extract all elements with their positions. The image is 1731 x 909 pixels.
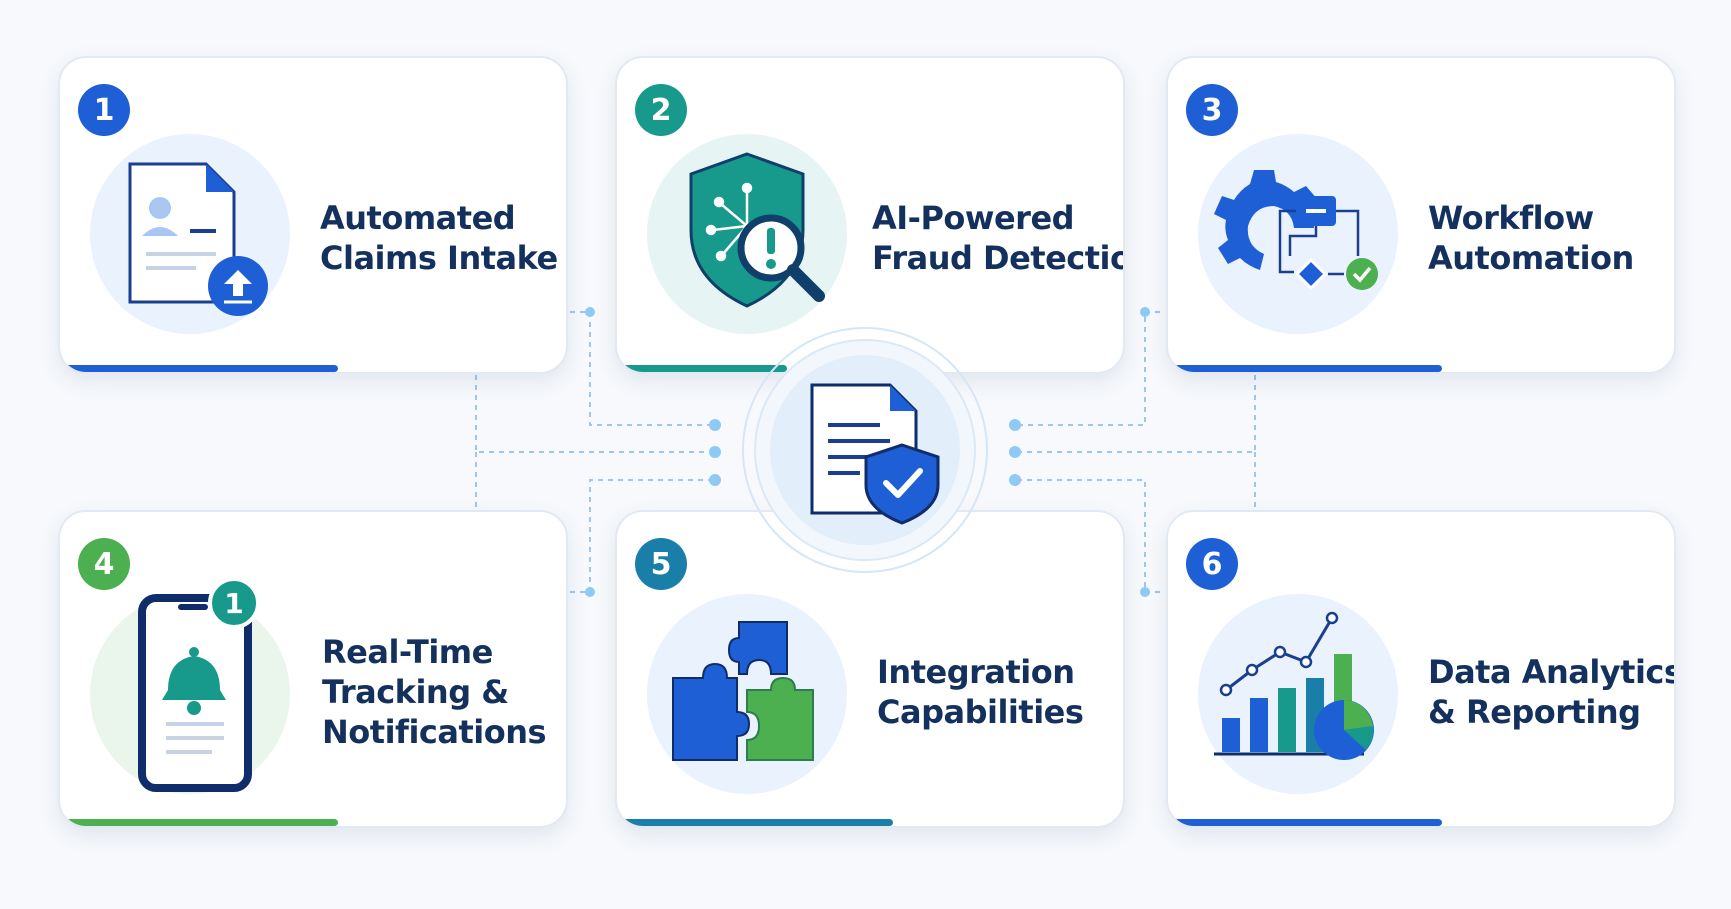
document-upload-icon <box>86 130 294 338</box>
feature-card-3: 3 Workflo <box>1166 56 1676 374</box>
step-badge-4: 4 <box>78 538 130 590</box>
feature-card-1: 1 Automated Claims Intake <box>58 56 568 374</box>
accent-bar-5 <box>617 819 893 826</box>
accent-bar-4 <box>60 819 338 826</box>
analytics-chart-icon <box>1194 590 1402 798</box>
feature-title-4: Real-Time Tracking & Notifications <box>322 633 547 751</box>
feature-title-6: Data Analytics & Reporting <box>1428 653 1676 731</box>
feature-card-6: 6 Data Analytic <box>1166 510 1676 828</box>
phone-notification-icon <box>86 590 294 798</box>
step-badge-3: 3 <box>1186 84 1238 136</box>
gear-workflow-icon <box>1194 130 1402 338</box>
feature-card-2: 2 AI-Powered Fraud Detection <box>615 56 1125 374</box>
accent-bar-2 <box>617 365 787 372</box>
feature-title-5: Integration Capabilities <box>877 653 1084 731</box>
feature-card-5: 5 Integration Capabilities <box>615 510 1125 828</box>
notification-count-badge: 1 <box>208 577 260 629</box>
feature-card-4: 4 1 Real-Time Tracking & Notifications <box>58 510 568 828</box>
accent-bar-1 <box>60 365 338 372</box>
accent-bar-3 <box>1168 365 1442 372</box>
step-badge-5: 5 <box>635 538 687 590</box>
feature-title-1: Automated Claims Intake <box>320 199 558 277</box>
feature-title-3: Workflow Automation <box>1428 199 1634 277</box>
step-badge-6: 6 <box>1186 538 1238 590</box>
document-shield-check-icon <box>740 325 990 575</box>
step-badge-1: 1 <box>78 84 130 136</box>
shield-magnifier-icon <box>643 130 851 338</box>
step-badge-2: 2 <box>635 84 687 136</box>
feature-title-2: AI-Powered Fraud Detection <box>872 199 1123 277</box>
puzzle-pieces-icon <box>643 590 851 798</box>
accent-bar-6 <box>1168 819 1442 826</box>
